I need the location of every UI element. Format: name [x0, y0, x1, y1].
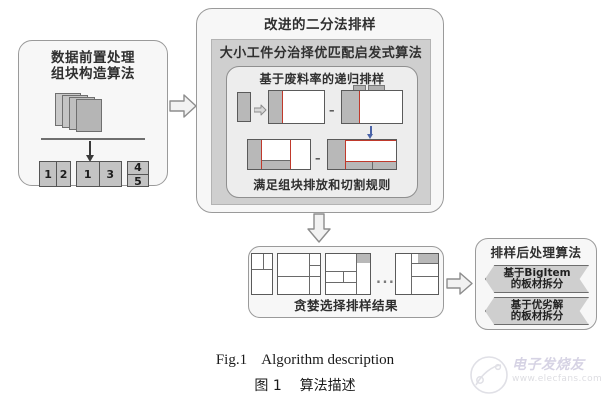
cut-line: [282, 91, 284, 123]
arrow-right-small-icon: [253, 101, 267, 120]
waste-region: [418, 254, 438, 263]
arrow-down-icon: [85, 141, 94, 162]
data-preprocessing-box: 数据前置处理 组块构造算法 1 2 1 3 4 5: [18, 40, 168, 188]
band-title: 大小工件分治择优匹配启发式算法: [219, 46, 423, 61]
right-box-title: 排样后处理算法: [490, 245, 582, 260]
result-sheet: [277, 253, 321, 295]
bottom-box-footer: 贪婪选择排样结果: [293, 297, 398, 313]
heuristic-algorithm-band: 大小工件分治择优匹配启发式算法 基于废料率的递归排样: [211, 39, 431, 205]
sheet-layout-d: [327, 139, 397, 170]
result-sheet: [251, 253, 273, 295]
figure-caption-english: Fig.1 Algorithm description: [215, 352, 395, 368]
improved-bisection-nesting-box: 改进的二分法排样 大小工件分治择优匹配启发式算法 基于废料率的递归排样: [196, 8, 444, 213]
cut-line: [278, 276, 320, 278]
minus-symbol: –: [315, 152, 321, 165]
watermark-brand: 电子发烧友: [512, 357, 585, 373]
cut-line: [309, 254, 311, 294]
watermark-logo-icon: [470, 356, 508, 394]
center-box-title: 改进的二分法排样: [264, 17, 376, 33]
post-process-item-solution-quality: 基于优劣解 的板材拆分: [485, 297, 589, 325]
cut-line: [290, 140, 292, 169]
cut-line: [346, 140, 396, 142]
waste-region: [356, 254, 370, 263]
result-sheet: [325, 253, 371, 295]
placed-region: [269, 91, 282, 123]
post-processing-box: 排样后处理算法 基于BigItem 的板材拆分 基于优劣解 的板材拆分: [475, 238, 597, 330]
figure-caption-chinese: 图 1 算法描述: [254, 378, 356, 394]
cut-line: [343, 271, 345, 282]
post-process-item-line2: 的板材拆分: [510, 310, 564, 322]
block-item: 1 2: [39, 161, 71, 187]
minus-symbol: –: [329, 104, 335, 117]
recursive-nesting-box: 基于废料率的递归排样 –: [226, 66, 418, 198]
cut-line: [261, 140, 263, 169]
post-process-item-bigitem: 基于BigItem 的板材拆分: [485, 265, 589, 293]
cut-line: [309, 265, 320, 267]
inner-box-title: 基于废料率的递归排样: [259, 72, 385, 86]
cut-line: [411, 276, 438, 278]
block-cell-label: 5: [128, 173, 148, 188]
nesting-schematic-row-2: –: [247, 139, 409, 173]
placed-region: [346, 161, 396, 169]
cut-line: [372, 162, 374, 169]
cut-line: [262, 160, 290, 162]
placed-region: [248, 140, 261, 169]
cut-line: [326, 282, 356, 284]
post-process-item-line1: 基于BigItem: [503, 266, 571, 279]
left-box-title-line1: 数据前置处理: [51, 50, 135, 66]
cut-line: [411, 254, 413, 294]
left-box-title: 数据前置处理 组块构造算法: [19, 50, 167, 83]
cut-line: [263, 254, 265, 269]
figure-caption: Fig.1 Algorithm description 图 1 算法描述: [0, 352, 610, 395]
result-sheet: [395, 253, 439, 295]
block-item: 1 3: [76, 161, 122, 187]
post-process-item-line2: 的板材拆分: [510, 278, 564, 290]
ellipsis-label: ...: [376, 272, 396, 287]
arrow-down-small-icon: [367, 126, 373, 139]
sheet-layout-c: [247, 139, 311, 170]
cut-line: [345, 140, 347, 169]
sheet-layout-a: [268, 90, 325, 124]
sheet-layout-b: [341, 90, 403, 124]
post-process-item-line1: 基于优劣解: [510, 298, 564, 311]
cut-line: [252, 269, 272, 271]
inner-box-footer: 满足组块排放和切割规则: [253, 178, 391, 193]
nesting-schematic-row-1: –: [237, 85, 409, 139]
block-cell-label: 2: [56, 162, 70, 186]
cut-line: [356, 254, 358, 294]
block-cell-label: 3: [98, 162, 122, 186]
constructed-blocks-group: 1 2 1 3 4 5: [39, 160, 151, 188]
cut-line: [326, 271, 356, 273]
result-sheet-group: ...: [251, 253, 439, 297]
sheet-card: [76, 99, 102, 132]
placed-region: [342, 91, 359, 123]
block-cell-label: 1: [83, 167, 92, 181]
placed-region: [262, 160, 290, 169]
left-box-title-line2: 组块构造算法: [51, 66, 135, 83]
cut-line: [346, 161, 396, 163]
arrow-down-icon-center-to-bottom: [305, 213, 333, 243]
greedy-selection-result-box: ... 贪婪选择排样结果: [248, 246, 444, 318]
placed-region: [328, 140, 345, 169]
arrow-right-icon-left-to-center: [169, 92, 197, 120]
cut-line: [411, 263, 438, 265]
cut-line: [359, 91, 361, 123]
stacked-sheets-icon: [55, 93, 131, 133]
block-item: 4 5: [127, 160, 149, 188]
watermark: 电子发烧友 www.elecfans.com: [468, 352, 608, 402]
piece-rect: [237, 92, 251, 122]
arrow-right-icon-bottom-to-right: [446, 270, 473, 297]
watermark-url: www.elecfans.com: [512, 374, 603, 384]
block-cell-label: 4: [134, 160, 142, 174]
divider-line: [41, 138, 145, 140]
block-cell-label: 1: [44, 167, 52, 181]
